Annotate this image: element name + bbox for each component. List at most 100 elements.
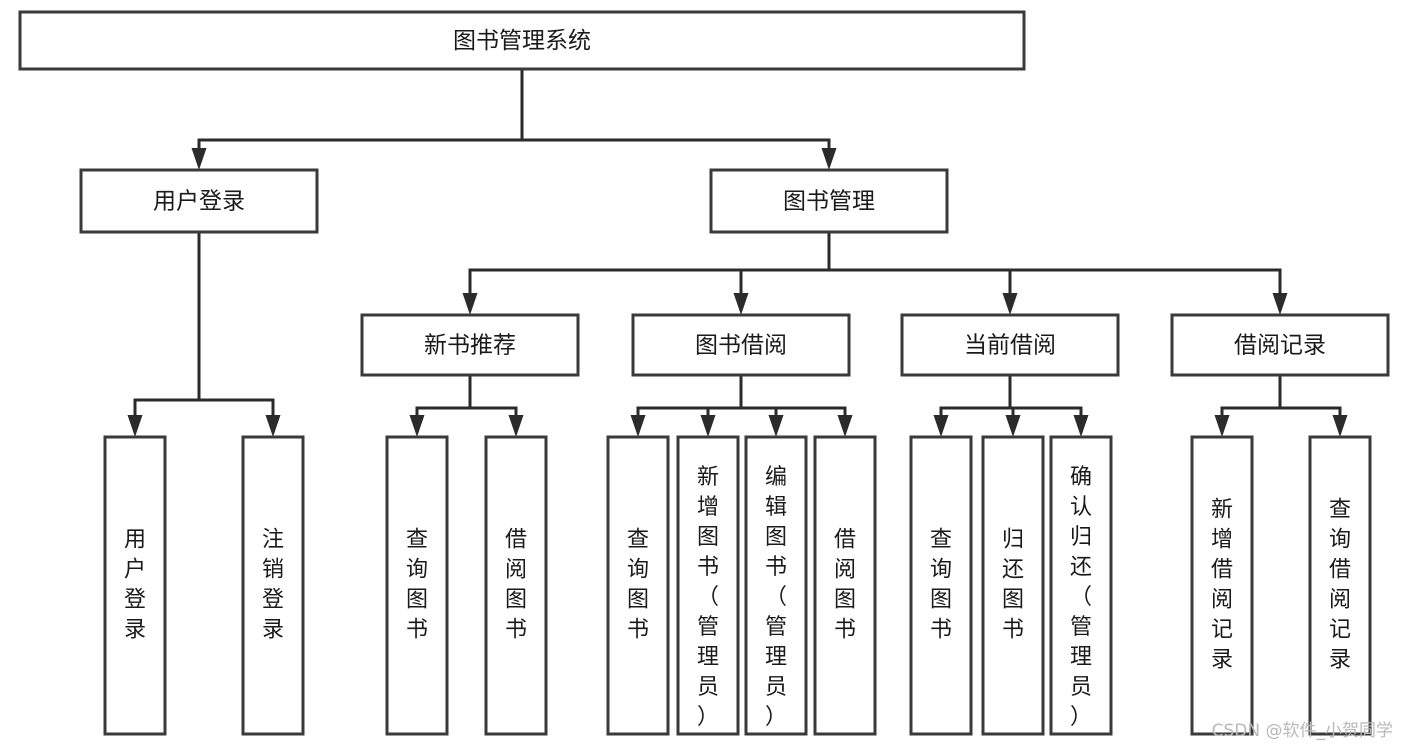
node-label-current-borrow: 当前借阅 bbox=[964, 333, 1056, 359]
node-leaf-user-login[interactable]: 用户登录 bbox=[103, 435, 167, 736]
node-leaf-query-book-2[interactable]: 查询图书 bbox=[606, 435, 670, 736]
node-label-leaf-return-book: 归还图书 bbox=[1002, 528, 1024, 643]
node-book-manage[interactable]: 图书管理 bbox=[709, 168, 949, 234]
node-label-book-borrow: 图书借阅 bbox=[695, 333, 787, 359]
arrow-head-icon bbox=[265, 415, 281, 437]
node-box-leaf-edit-book[interactable] bbox=[744, 435, 808, 736]
node-box-current-borrow[interactable] bbox=[900, 313, 1120, 377]
arrow-head-icon bbox=[1005, 415, 1021, 437]
node-leaf-return-book[interactable]: 归还图书 bbox=[981, 435, 1045, 736]
arrow-head-icon bbox=[1214, 415, 1230, 437]
connector-e-bm-borrow-record bbox=[827, 232, 1288, 315]
node-label-leaf-add-record: 新增借阅记录 bbox=[1211, 498, 1233, 673]
arrow-head-icon bbox=[700, 415, 716, 437]
node-box-leaf-return-book[interactable] bbox=[981, 435, 1045, 736]
node-label-leaf-query-book-3: 查询图书 bbox=[930, 528, 952, 643]
node-box-leaf-add-record[interactable] bbox=[1190, 435, 1254, 736]
node-leaf-query-book-1[interactable]: 查询图书 bbox=[385, 435, 449, 736]
node-root[interactable]: 图书管理系统 bbox=[18, 10, 1026, 71]
node-label-leaf-edit-book: 编辑图书（管理员） bbox=[765, 465, 787, 730]
node-box-book-borrow[interactable] bbox=[631, 313, 851, 377]
connector-e-bm-book-borrow bbox=[733, 232, 831, 315]
node-label-leaf-borrow-book-2: 借阅图书 bbox=[834, 528, 856, 643]
connector-e-cb-confirm bbox=[1008, 375, 1089, 437]
node-box-leaf-user-logout[interactable] bbox=[241, 435, 305, 736]
arrow-head-icon bbox=[821, 148, 837, 170]
arrow-head-icon bbox=[127, 415, 143, 437]
node-label-leaf-query-book-2: 查询图书 bbox=[627, 528, 649, 643]
node-box-leaf-borrow-book-1[interactable] bbox=[484, 435, 548, 736]
arrow-head-icon bbox=[837, 415, 853, 437]
node-layer: 图书管理系统用户登录图书管理新书推荐图书借阅当前借阅借阅记录用户登录注销登录查询… bbox=[18, 10, 1390, 736]
node-leaf-borrow-book-2[interactable]: 借阅图书 bbox=[813, 435, 877, 736]
node-user-login[interactable]: 用户登录 bbox=[79, 168, 319, 234]
connector-e-br-add bbox=[1214, 375, 1282, 437]
connector-e-root-user-login bbox=[191, 69, 524, 170]
connector-e-bb-borrow bbox=[739, 375, 853, 437]
node-book-borrow[interactable]: 图书借阅 bbox=[631, 313, 851, 377]
arrow-head-icon bbox=[768, 415, 784, 437]
node-box-leaf-query-book-2[interactable] bbox=[606, 435, 670, 736]
node-box-user-login[interactable] bbox=[79, 168, 319, 234]
connector-e-br-query bbox=[1278, 375, 1348, 437]
connector-e-bb-query bbox=[630, 375, 743, 437]
node-borrow-record[interactable]: 借阅记录 bbox=[1170, 313, 1390, 377]
node-new-book-rec[interactable]: 新书推荐 bbox=[360, 313, 580, 377]
node-box-new-book-rec[interactable] bbox=[360, 313, 580, 377]
arrow-head-icon bbox=[462, 293, 478, 315]
arrow-head-icon bbox=[191, 148, 207, 170]
node-leaf-edit-book[interactable]: 编辑图书（管理员） bbox=[744, 435, 808, 736]
connector-e-ul-leaf-logout bbox=[197, 232, 281, 437]
connector-e-cb-query bbox=[933, 375, 1012, 437]
node-leaf-borrow-book-1[interactable]: 借阅图书 bbox=[484, 435, 548, 736]
node-label-new-book-rec: 新书推荐 bbox=[424, 333, 516, 359]
arrow-head-icon bbox=[933, 415, 949, 437]
connector-e-ul-leaf-login bbox=[127, 232, 201, 437]
arrow-head-icon bbox=[630, 415, 646, 437]
node-leaf-query-book-3[interactable]: 查询图书 bbox=[909, 435, 973, 736]
node-label-leaf-query-book-1: 查询图书 bbox=[406, 528, 428, 643]
node-box-leaf-add-book[interactable] bbox=[676, 435, 740, 736]
node-label-leaf-add-book: 新增图书（管理员） bbox=[697, 465, 719, 730]
connector-e-bm-new-book-rec bbox=[462, 232, 831, 315]
connector-e-nbr-borrow bbox=[468, 375, 524, 437]
arrow-head-icon bbox=[1272, 293, 1288, 315]
node-label-borrow-record: 借阅记录 bbox=[1234, 333, 1326, 359]
node-box-leaf-query-record[interactable] bbox=[1308, 435, 1372, 736]
node-label-book-manage: 图书管理 bbox=[783, 189, 875, 215]
node-box-root[interactable] bbox=[18, 10, 1026, 71]
node-current-borrow[interactable]: 当前借阅 bbox=[900, 313, 1120, 377]
watermark-text: CSDN @软件_小贺同学 bbox=[1211, 721, 1393, 741]
arrow-head-icon bbox=[1002, 293, 1018, 315]
node-box-leaf-user-login[interactable] bbox=[103, 435, 167, 736]
arrow-head-icon bbox=[1332, 415, 1348, 437]
node-box-leaf-query-book-1[interactable] bbox=[385, 435, 449, 736]
arrow-head-icon bbox=[409, 415, 425, 437]
node-label-leaf-query-record: 查询借阅记录 bbox=[1329, 498, 1351, 673]
node-label-root: 图书管理系统 bbox=[453, 28, 591, 54]
arrow-head-icon bbox=[733, 293, 749, 315]
node-box-book-manage[interactable] bbox=[709, 168, 949, 234]
connector-e-root-book-manage bbox=[520, 69, 837, 170]
node-leaf-confirm-return[interactable]: 确认归还（管理员） bbox=[1049, 435, 1113, 736]
node-label-user-login: 用户登录 bbox=[153, 189, 245, 215]
connector-e-cb-return bbox=[1005, 375, 1021, 437]
connector-e-bm-current-borrow bbox=[827, 232, 1018, 315]
node-leaf-add-record[interactable]: 新增借阅记录 bbox=[1190, 435, 1254, 736]
arrow-head-icon bbox=[508, 415, 524, 437]
connector-e-bb-add bbox=[700, 375, 743, 437]
node-label-leaf-confirm-return: 确认归还（管理员） bbox=[1070, 465, 1092, 730]
node-box-borrow-record[interactable] bbox=[1170, 313, 1390, 377]
node-box-leaf-confirm-return[interactable] bbox=[1049, 435, 1113, 736]
node-label-leaf-user-logout: 注销登录 bbox=[262, 528, 284, 643]
node-box-leaf-query-book-3[interactable] bbox=[909, 435, 973, 736]
node-leaf-add-book[interactable]: 新增图书（管理员） bbox=[676, 435, 740, 736]
arrow-head-icon bbox=[1073, 415, 1089, 437]
node-label-leaf-user-login: 用户登录 bbox=[124, 528, 146, 643]
node-label-leaf-borrow-book-1: 借阅图书 bbox=[505, 528, 527, 643]
node-leaf-query-record[interactable]: 查询借阅记录 bbox=[1308, 435, 1372, 736]
node-box-leaf-borrow-book-2[interactable] bbox=[813, 435, 877, 736]
node-leaf-user-logout[interactable]: 注销登录 bbox=[241, 435, 305, 736]
